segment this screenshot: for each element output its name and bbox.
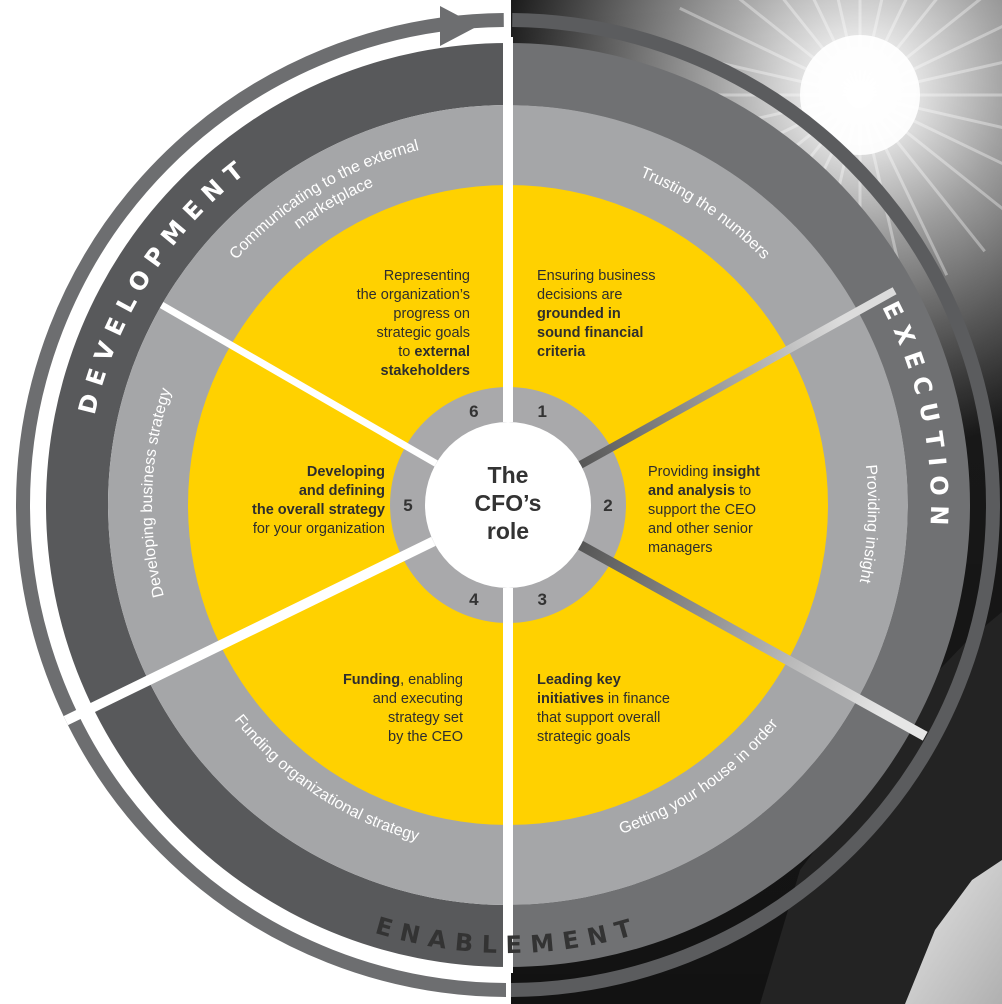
- segment-2-description: Providing insight and analysis to support …: [648, 464, 760, 556]
- segment-text-run: Representing: [384, 268, 470, 284]
- segment-text-run: the overall strategy: [252, 502, 385, 518]
- segment-text-run: sound financial: [537, 325, 643, 341]
- segment-text-run: initiatives: [537, 691, 604, 707]
- segment-text-run: to: [735, 483, 751, 499]
- center-title-line: The: [488, 462, 529, 488]
- segment-6-description: Representing the organization’s progress o…: [357, 268, 470, 379]
- segment-text-run: and defining: [299, 483, 385, 499]
- outer-arc-right: [511, 13, 1000, 997]
- segment-number-6: 6: [469, 402, 478, 421]
- segment-text-run: , enabling: [400, 672, 463, 688]
- outer-arc-left: [16, 13, 506, 997]
- segment-text-run: that support overall: [537, 710, 660, 726]
- segment-text-run: Developing: [307, 464, 385, 480]
- segment-text-run: stakeholders: [381, 363, 470, 379]
- divider-2-3: [578, 540, 928, 741]
- segment-text-run: managers: [648, 540, 712, 556]
- segment-text-run: Ensuring business: [537, 268, 656, 284]
- divider-5-6: [159, 301, 438, 467]
- divider-1-2: [578, 287, 897, 469]
- segment-4-description: Funding, enabling and executing strategy s…: [343, 672, 463, 745]
- segment-text-run: Providing: [648, 464, 712, 480]
- segment-number-2: 2: [603, 496, 612, 515]
- segment-number-3: 3: [537, 590, 546, 609]
- segment-number-5: 5: [403, 496, 412, 515]
- segment-text-run: strategy set: [388, 710, 463, 726]
- segment-text-run: external: [414, 344, 470, 360]
- center-title-line: role: [487, 518, 529, 544]
- segment-3-description: Leading key initiatives in finance that su…: [537, 672, 670, 745]
- segment-text-run: grounded in: [537, 306, 621, 322]
- snow-slope: [905, 860, 1002, 1004]
- segment-text-run: the organization’s: [357, 287, 470, 303]
- segment-text-run: and executing: [373, 691, 463, 707]
- segment-text-run: strategic goals: [377, 325, 471, 341]
- segment-1-description: Ensuring business decisions are grounded i…: [537, 268, 656, 360]
- segment-text-run: support the CEO: [648, 502, 756, 518]
- segment-text-run: and other senior: [648, 521, 753, 537]
- center-title-line: CFO’s: [475, 490, 542, 516]
- center-circle: [425, 422, 591, 588]
- segment-text-run: to: [398, 344, 414, 360]
- cycle-arrow-head: [440, 6, 478, 46]
- segment-text-run: criteria: [537, 344, 586, 360]
- phase-ring-left: [46, 43, 508, 967]
- segment-text-run: progress on: [393, 306, 470, 322]
- segment-text-run: insight: [712, 464, 760, 480]
- segment-text-run: in finance: [604, 691, 670, 707]
- separator-development-enablement: [63, 536, 436, 726]
- segment-text-run: and analysis: [648, 483, 735, 499]
- segment-5-description: Developing and defining the overall strate…: [252, 464, 385, 537]
- segment-number-1: 1: [537, 402, 546, 421]
- wheel: [46, 37, 970, 973]
- phase-ring-right: [508, 43, 970, 967]
- segment-text-run: for your organization: [253, 521, 385, 537]
- cycle-arc-right: [511, 13, 1000, 997]
- segment-number-4: 4: [469, 590, 479, 609]
- segment-text-run: by the CEO: [388, 729, 463, 745]
- segment-text-run: Funding: [343, 672, 400, 688]
- segment-text-run: strategic goals: [537, 729, 631, 745]
- cycle-arrow-arc: [16, 13, 506, 997]
- sun: [800, 35, 920, 155]
- segment-text-run: Leading key: [537, 672, 621, 688]
- segment-text-run: decisions are: [537, 287, 622, 303]
